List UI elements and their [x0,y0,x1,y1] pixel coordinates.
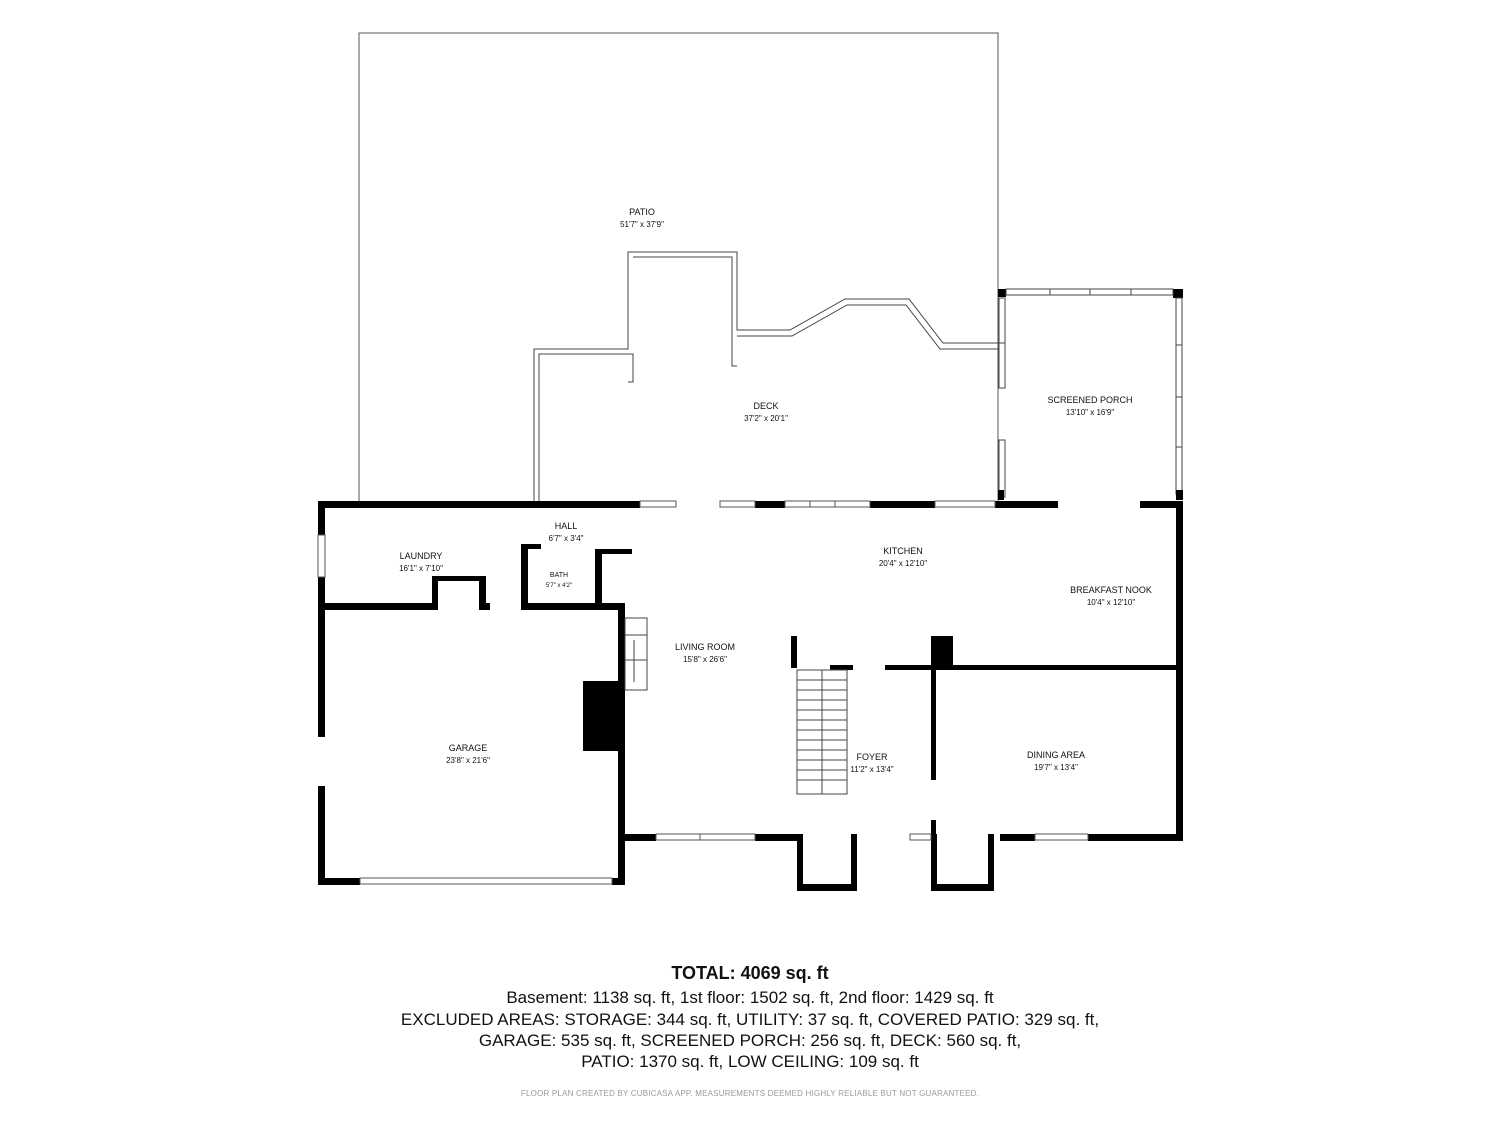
deck-outline [533,251,1002,503]
area-summary-line-4: PATIO: 1370 sq. ft, LOW CEILING: 109 sq.… [581,1052,919,1071]
room-label-dining-area: DINING AREA 19'7" x 13'4" [1027,750,1085,772]
room-label-bath: BATH 5'7" x 4'2" [546,572,572,589]
room-label-garage: GARAGE 23'8" x 21'6" [446,743,490,765]
room-dims-patio: 51'7" x 37'9" [620,220,664,229]
room-dims-breakfast-nook: 10'4" x 12'10" [1087,598,1135,607]
fireplace-hearth [624,617,648,691]
room-dims-laundry: 16'1" x 7'10" [399,564,443,573]
room-label-kitchen: KITCHEN 20'4" x 12'10" [879,546,927,568]
room-name-foyer: FOYER [856,752,888,762]
room-name-bath: BATH [550,572,568,579]
room-label-hall: HALL 6'7" x 3'4" [549,521,584,543]
room-dims-living-room: 15'8" x 26'6" [683,655,727,664]
disclaimer: FLOOR PLAN CREATED BY CUBICASA APP. MEAS… [520,1089,980,1098]
room-name-deck: DECK [753,401,778,411]
room-name-breakfast-nook: BREAKFAST NOOK [1070,585,1152,595]
room-dims-foyer: 11'2" x 13'4" [850,765,893,774]
room-label-living-room: LIVING ROOM 15'8" x 26'6" [675,642,735,664]
room-label-foyer: FOYER 11'2" x 13'4" [850,752,893,774]
patio-outline [358,32,999,503]
room-name-hall: HALL [555,521,578,531]
room-label-laundry: LAUNDRY 16'1" x 7'10" [399,551,443,573]
screened-porch-walls [998,288,1183,500]
total-area: TOTAL: 4069 sq. ft [671,963,829,983]
room-dims-bath: 5'7" x 4'2" [546,583,572,589]
windows [317,500,1089,885]
room-name-laundry: LAUNDRY [400,551,443,561]
area-summary-line-2: EXCLUDED AREAS: STORAGE: 344 sq. ft, UTI… [400,1010,1100,1029]
room-dims-deck: 37'2" x 20'1" [744,414,788,423]
room-dims-screened-porch: 13'10" x 16'9" [1066,408,1114,417]
room-dims-kitchen: 20'4" x 12'10" [879,559,927,568]
room-name-screened-porch: SCREENED PORCH [1047,395,1132,405]
room-label-screened-porch: SCREENED PORCH 13'10" x 16'9" [1047,395,1132,417]
room-label-breakfast-nook: BREAKFAST NOOK 10'4" x 12'10" [1070,585,1152,607]
room-dims-garage: 23'8" x 21'6" [446,756,490,765]
room-label-patio: PATIO 51'7" x 37'9" [620,207,664,229]
room-label-deck: DECK 37'2" x 20'1" [744,401,788,423]
room-name-garage: GARAGE [449,743,488,753]
room-name-kitchen: KITCHEN [883,546,923,556]
room-dims-dining-area: 19'7" x 13'4" [1034,763,1078,772]
area-summary-line-1: Basement: 1138 sq. ft, 1st floor: 1502 s… [506,988,994,1007]
exterior-walls [318,501,1183,891]
area-summary-line-3: GARAGE: 535 sq. ft, SCREENED PORCH: 256 … [478,1031,1022,1050]
room-name-living-room: LIVING ROOM [675,642,735,652]
room-dims-hall: 6'7" x 3'4" [549,534,584,543]
room-name-patio: PATIO [629,207,655,217]
room-name-dining-area: DINING AREA [1027,750,1085,760]
staircase [796,669,848,795]
